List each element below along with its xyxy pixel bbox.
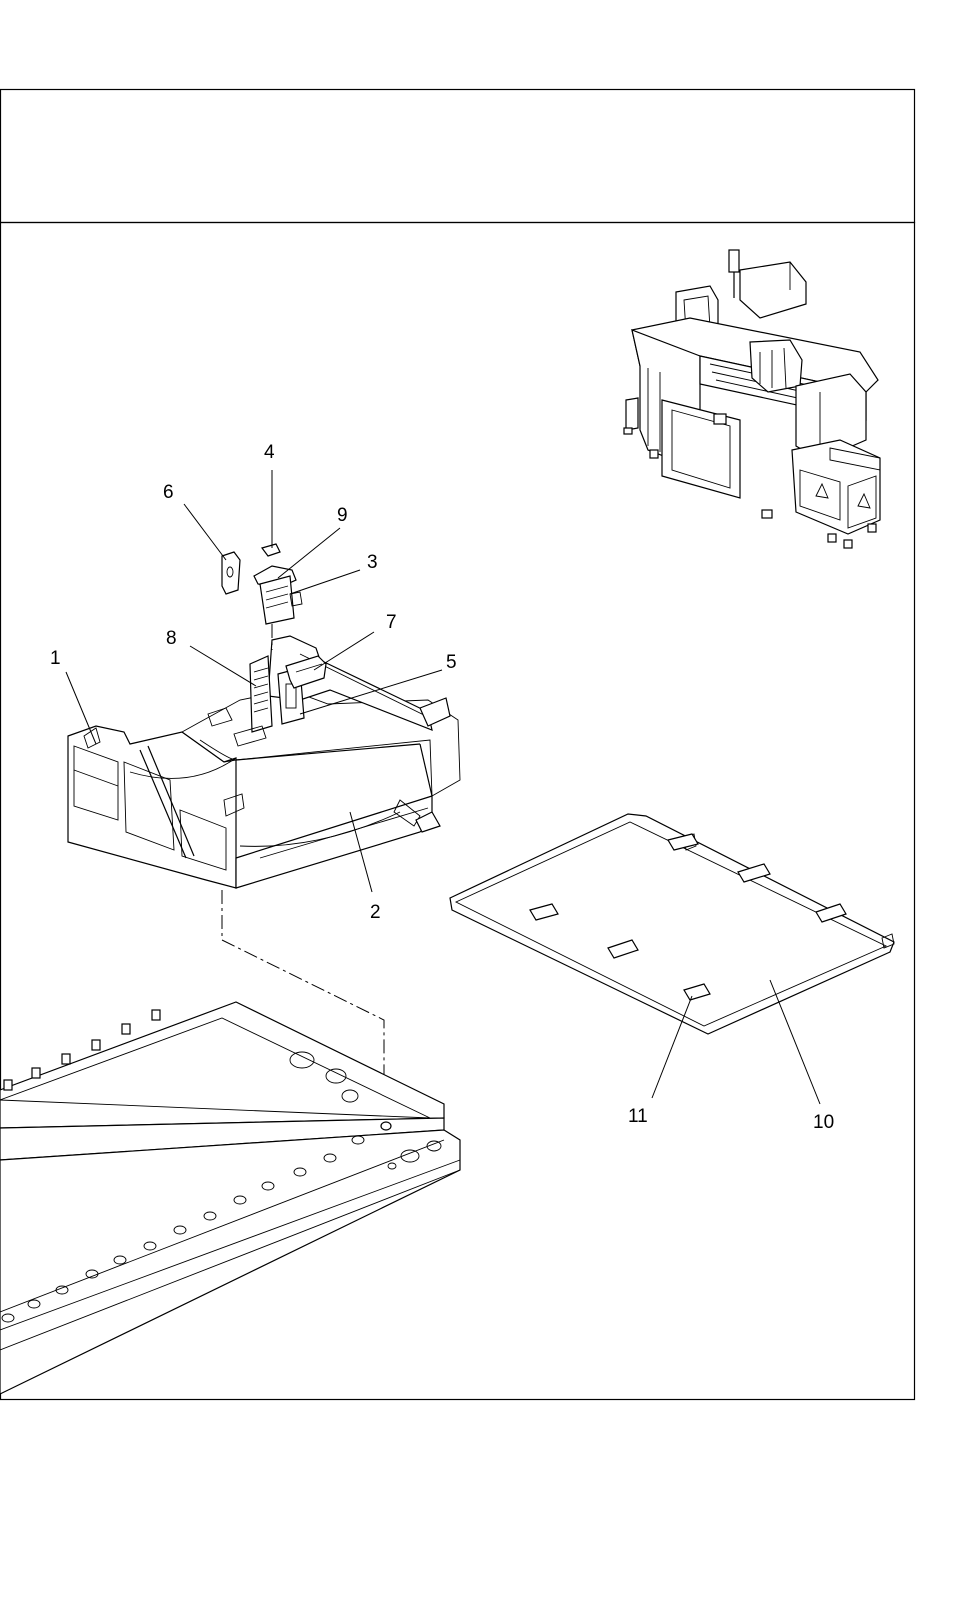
header-box	[1, 90, 915, 223]
cover-plate	[450, 814, 894, 1034]
callout-11: 11	[628, 1106, 648, 1127]
machine-base-frame	[0, 1002, 460, 1394]
leader-10	[770, 980, 820, 1104]
callout-8: 8	[166, 628, 177, 649]
tray-assembly	[68, 636, 460, 888]
callout-3: 3	[367, 552, 378, 573]
callout-2: 2	[370, 902, 381, 923]
callout-1: 1	[50, 648, 61, 669]
callout-7: 7	[386, 612, 397, 633]
callout-10: 10	[813, 1112, 834, 1133]
leader-7	[314, 632, 374, 670]
callout-6: 6	[163, 482, 174, 503]
machine-overview-illustration	[624, 250, 880, 548]
leader-6	[184, 504, 226, 560]
leader-8	[190, 646, 256, 686]
callout-4: 4	[264, 442, 275, 463]
leader-3	[290, 570, 360, 594]
callout-5: 5	[446, 652, 457, 673]
leader-9	[278, 528, 340, 578]
callout-9: 9	[337, 505, 348, 526]
bracket-subassembly	[222, 544, 302, 650]
